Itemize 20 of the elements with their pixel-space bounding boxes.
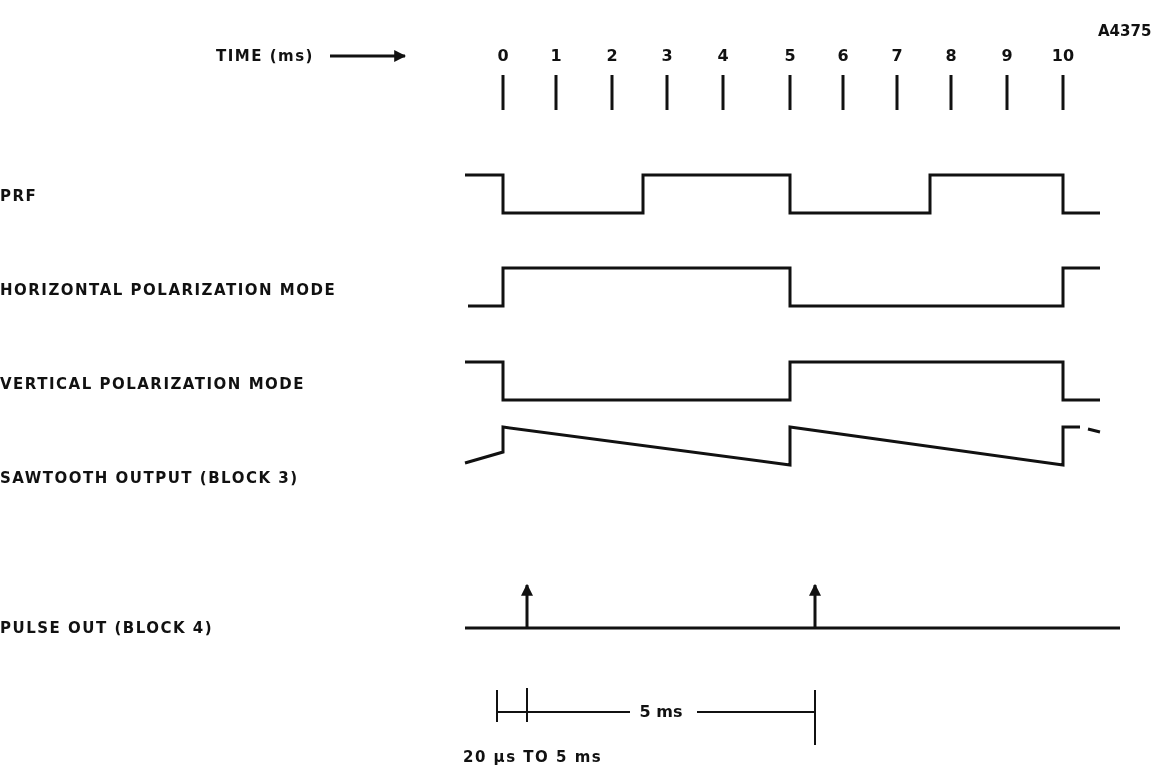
figure-number: A4375 [1098,22,1152,40]
tick-label: 10 [1051,47,1075,65]
tick-label: 3 [661,47,673,65]
signal-label: PRF [0,187,38,205]
tick-label: 1 [550,47,562,65]
tick-label: 7 [891,47,903,65]
signal-label: HORIZONTAL POLARIZATION MODE [0,281,337,299]
tick-label: 5 [784,47,796,65]
axis-label: TIME (ms) [216,47,314,65]
dimension-label: 5 ms [639,703,683,721]
tick-label: 6 [837,47,849,65]
dimension-label: 20 μs TO 5 ms [463,748,603,766]
tick-label: 0 [497,47,509,65]
signal-label: PULSE OUT (BLOCK 4) [0,619,214,637]
signal-label: SAWTOOTH OUTPUT (BLOCK 3) [0,469,299,487]
tick-label: 8 [945,47,957,65]
tick-label: 2 [606,47,618,65]
tick-label: 4 [717,47,729,65]
signal-label: VERTICAL POLARIZATION MODE [0,375,306,393]
tick-label: 9 [1001,47,1013,65]
